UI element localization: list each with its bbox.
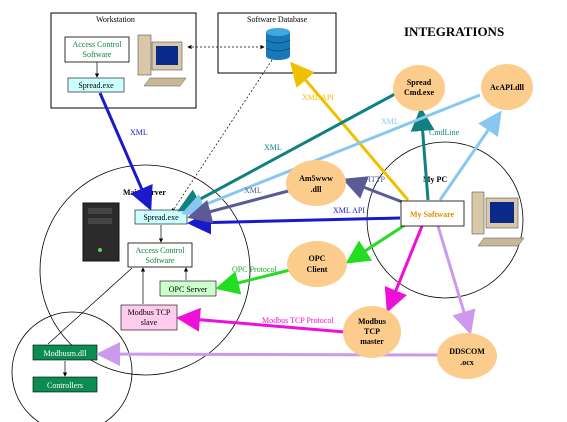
arrow-my-software-modbus-master xyxy=(384,225,424,313)
label-xml-api: XML API xyxy=(333,206,365,215)
workstation-spread-box xyxy=(67,77,125,93)
my-software-label: My Software xyxy=(410,210,455,219)
modbus-master-node xyxy=(343,306,401,358)
controllers-label: Controllers xyxy=(47,381,83,390)
modbus-slave-line1: Modbus TCP xyxy=(128,308,171,317)
arrow-my-software-opc-client xyxy=(345,223,406,264)
ddscom-line2: .ocx xyxy=(460,358,474,367)
arrow-xml-api-database xyxy=(290,61,410,201)
controllers-circle xyxy=(11,311,133,422)
ddscom-line1: DDSCOM xyxy=(449,347,485,356)
label-cmdline: CmdLine xyxy=(429,128,460,137)
am5www-node xyxy=(286,160,346,206)
am5www-line2: .dll xyxy=(311,185,323,194)
acapi-label: AcAPI.dll xyxy=(490,83,525,92)
software-database-title: Software Database xyxy=(247,15,308,24)
label-modbus-protocol: Modbus TCP Protocol xyxy=(262,316,334,325)
workstation-computer-icon xyxy=(137,34,187,87)
arrow-xml-workstation-server xyxy=(98,92,153,211)
arrow-modbus-protocol xyxy=(176,307,346,334)
label-http: HTTP xyxy=(365,175,386,184)
modbus-slave-box xyxy=(120,304,178,331)
modbus-master-line2: TCP xyxy=(364,327,380,336)
modbus-master-line3: master xyxy=(360,337,384,346)
label-opc-protocol: OPC Protocol xyxy=(232,265,277,274)
label-xml-api-database: XML API xyxy=(302,93,334,102)
server-spread-box xyxy=(134,209,188,225)
am5www-line1: Am5www xyxy=(299,174,333,183)
opc-client-node xyxy=(287,241,347,287)
label-xml-workstation: XML xyxy=(130,128,148,137)
arrow-xml-am5www-server xyxy=(187,188,293,224)
label-xml-light: XML xyxy=(381,117,399,126)
my-pc-title: My PC xyxy=(423,175,447,184)
server-tower-icon xyxy=(82,202,120,262)
modbus-master-line1: Modbus xyxy=(358,317,386,326)
controllers-box xyxy=(32,376,98,393)
acapi-node xyxy=(481,64,533,110)
workstation-title: Workstation xyxy=(96,15,135,24)
arrow-ddscom-modbusm xyxy=(96,342,441,367)
main-server-circle xyxy=(39,164,251,376)
server-acs-line1: Access Control xyxy=(135,246,185,255)
arrow-http-am5www xyxy=(342,176,406,205)
arrow-xml-spread-cmd-server xyxy=(177,92,396,212)
arrow-xml-acapi xyxy=(438,110,502,201)
modbus-slave-line2: slave xyxy=(141,318,158,327)
workstation-acs-line2: Software xyxy=(83,50,112,59)
workstation-spread-label: Spread.exe xyxy=(78,81,114,90)
workstation-acs-line1: Access Control xyxy=(72,40,122,49)
opc-server-label: OPC Server xyxy=(169,285,208,294)
arrow-xml-acapi-server xyxy=(181,93,481,217)
workstation-acs-box xyxy=(64,36,130,63)
my-pc-computer-icon xyxy=(471,191,525,247)
my-software-box xyxy=(400,200,465,227)
server-acs-line2: Software xyxy=(146,256,175,265)
arrow-cmdline-spread-cmd xyxy=(410,107,435,201)
spread-cmd-line2: Cmd.exe xyxy=(404,88,434,97)
spread-cmd-node xyxy=(393,65,445,111)
diagram-title: INTEGRATIONS xyxy=(404,24,504,39)
arrow-opc-protocol xyxy=(215,268,291,295)
arrow-my-software-ddscom xyxy=(436,225,476,335)
database-icon xyxy=(265,28,291,60)
server-acs-box xyxy=(127,242,193,268)
label-xml-am5: XML xyxy=(244,186,262,195)
arrow-xml-api-spread xyxy=(187,210,401,235)
spread-cmd-line1: Spread xyxy=(407,78,432,87)
modbusm-label: Modbusm.dll xyxy=(44,349,88,358)
label-xml-teal: XML xyxy=(264,143,282,152)
server-acs-modbusm-link xyxy=(47,267,133,345)
server-spread-label: Spread.exe xyxy=(143,213,179,222)
opc-client-line2: Client xyxy=(307,265,328,274)
ddscom-node xyxy=(437,333,497,379)
opc-client-line1: OPC xyxy=(309,254,326,263)
